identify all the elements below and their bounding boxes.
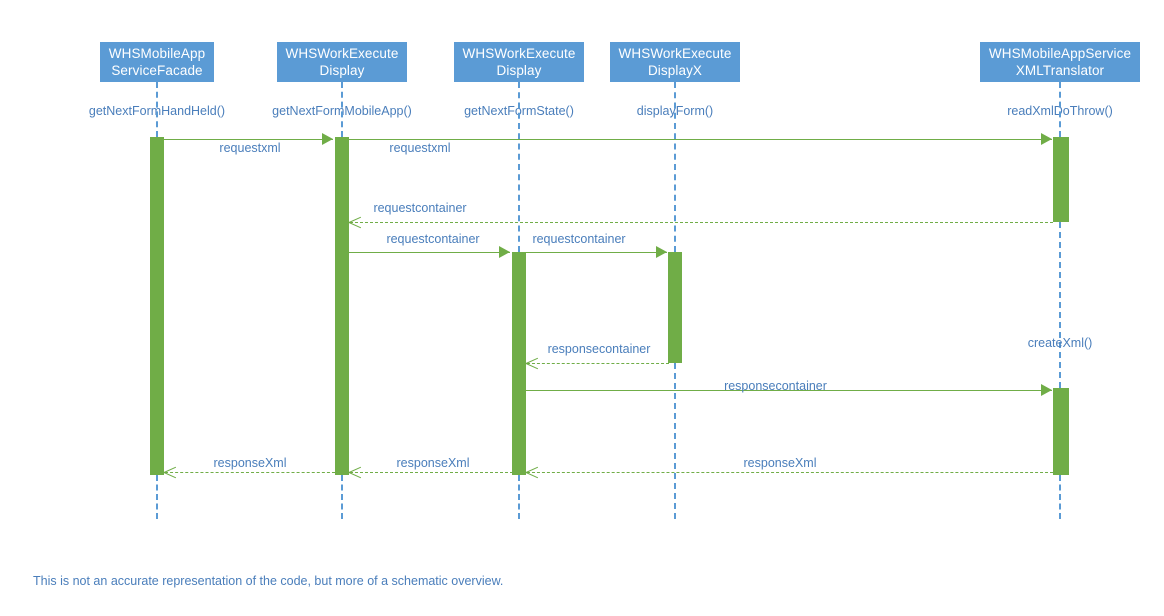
lifeline-header-translator[interactable]: WHSMobileAppService XMLTranslator <box>980 42 1140 82</box>
message-arrowhead-m10 <box>164 466 176 478</box>
message-line-m1 <box>157 139 333 140</box>
lifeline-name-line1: WHSMobileAppService <box>988 46 1132 61</box>
message-label-m1: requestxml <box>219 141 281 155</box>
message-label-m2: requestxml <box>389 141 451 155</box>
lifeline-name-line1: WHSWorkExecute <box>618 46 732 61</box>
lifeline-line-translator-mid <box>1059 222 1061 388</box>
message-line-m6 <box>527 363 669 364</box>
activation-bar-display1 <box>335 137 349 475</box>
message-line-m4 <box>349 252 510 253</box>
activation-bar-displayx <box>668 252 682 363</box>
lifeline-name-line2: Display <box>496 63 542 78</box>
message-arrowhead-m9 <box>349 466 361 478</box>
lifeline-line-translator <box>1059 82 1061 137</box>
activation-bar-translator-1 <box>1053 137 1069 222</box>
lifeline-header-display2[interactable]: WHSWorkExecute Display <box>454 42 584 82</box>
lifeline-line-display1-tail <box>341 475 343 519</box>
lifeline-line-facade-tail <box>156 475 158 519</box>
message-line-m9 <box>350 472 513 473</box>
lifeline-header-facade[interactable]: WHSMobileApp ServiceFacade <box>100 42 214 82</box>
lifeline-header-display1[interactable]: WHSWorkExecute Display <box>277 42 407 82</box>
lifeline-line-translator-tail <box>1059 475 1061 519</box>
message-arrowhead-m4 <box>499 246 510 258</box>
activation-bar-display2 <box>512 252 526 475</box>
message-label-m10: responseXml <box>213 456 287 470</box>
diagram-caption: This is not an accurate representation o… <box>33 574 504 588</box>
activation-bar-translator-2 <box>1053 388 1069 475</box>
self-label-createxml: createXml() <box>1027 336 1093 350</box>
message-arrowhead-m3 <box>349 216 361 228</box>
lifeline-line-display2 <box>518 82 520 252</box>
lifeline-line-display1 <box>341 82 343 137</box>
message-label-m5: requestcontainer <box>532 232 626 246</box>
lifeline-line-facade <box>156 82 158 137</box>
message-arrowhead-m5 <box>656 246 667 258</box>
lifeline-line-displayx-tail <box>674 363 676 519</box>
message-label-m6: responsecontainer <box>547 342 651 356</box>
message-arrowhead-m8 <box>526 466 538 478</box>
lifeline-name-line1: WHSWorkExecute <box>285 46 399 61</box>
message-arrowhead-m1 <box>322 133 333 145</box>
message-label-m8: responseXml <box>743 456 817 470</box>
lifeline-name-line1: WHSWorkExecute <box>462 46 576 61</box>
message-label-m7: responsecontainer <box>724 379 827 393</box>
message-label-m9: responseXml <box>396 456 470 470</box>
message-arrowhead-m7 <box>1041 384 1052 396</box>
message-line-m8 <box>527 472 1053 473</box>
lifeline-header-displayx[interactable]: WHSWorkExecute DisplayX <box>610 42 740 82</box>
message-line-m2 <box>342 139 1052 140</box>
lifeline-name-line2: Display <box>319 63 365 78</box>
message-line-m3 <box>350 222 1053 223</box>
lifeline-name-line2: XMLTranslator <box>1015 63 1105 78</box>
lifeline-name-line2: ServiceFacade <box>111 63 203 78</box>
lifeline-name-line1: WHSMobileApp <box>108 46 206 61</box>
message-arrowhead-m6 <box>526 357 538 369</box>
message-line-m7 <box>519 390 1052 391</box>
lifeline-line-displayx <box>674 82 676 252</box>
lifeline-name-line2: DisplayX <box>647 63 703 78</box>
message-label-m3: requestcontainer <box>373 201 467 215</box>
message-label-m4: requestcontainer <box>386 232 480 246</box>
message-arrowhead-m2 <box>1041 133 1052 145</box>
lifeline-line-display2-tail <box>518 475 520 519</box>
message-line-m5 <box>519 252 667 253</box>
message-line-m10 <box>165 472 335 473</box>
activation-bar-facade <box>150 137 164 475</box>
